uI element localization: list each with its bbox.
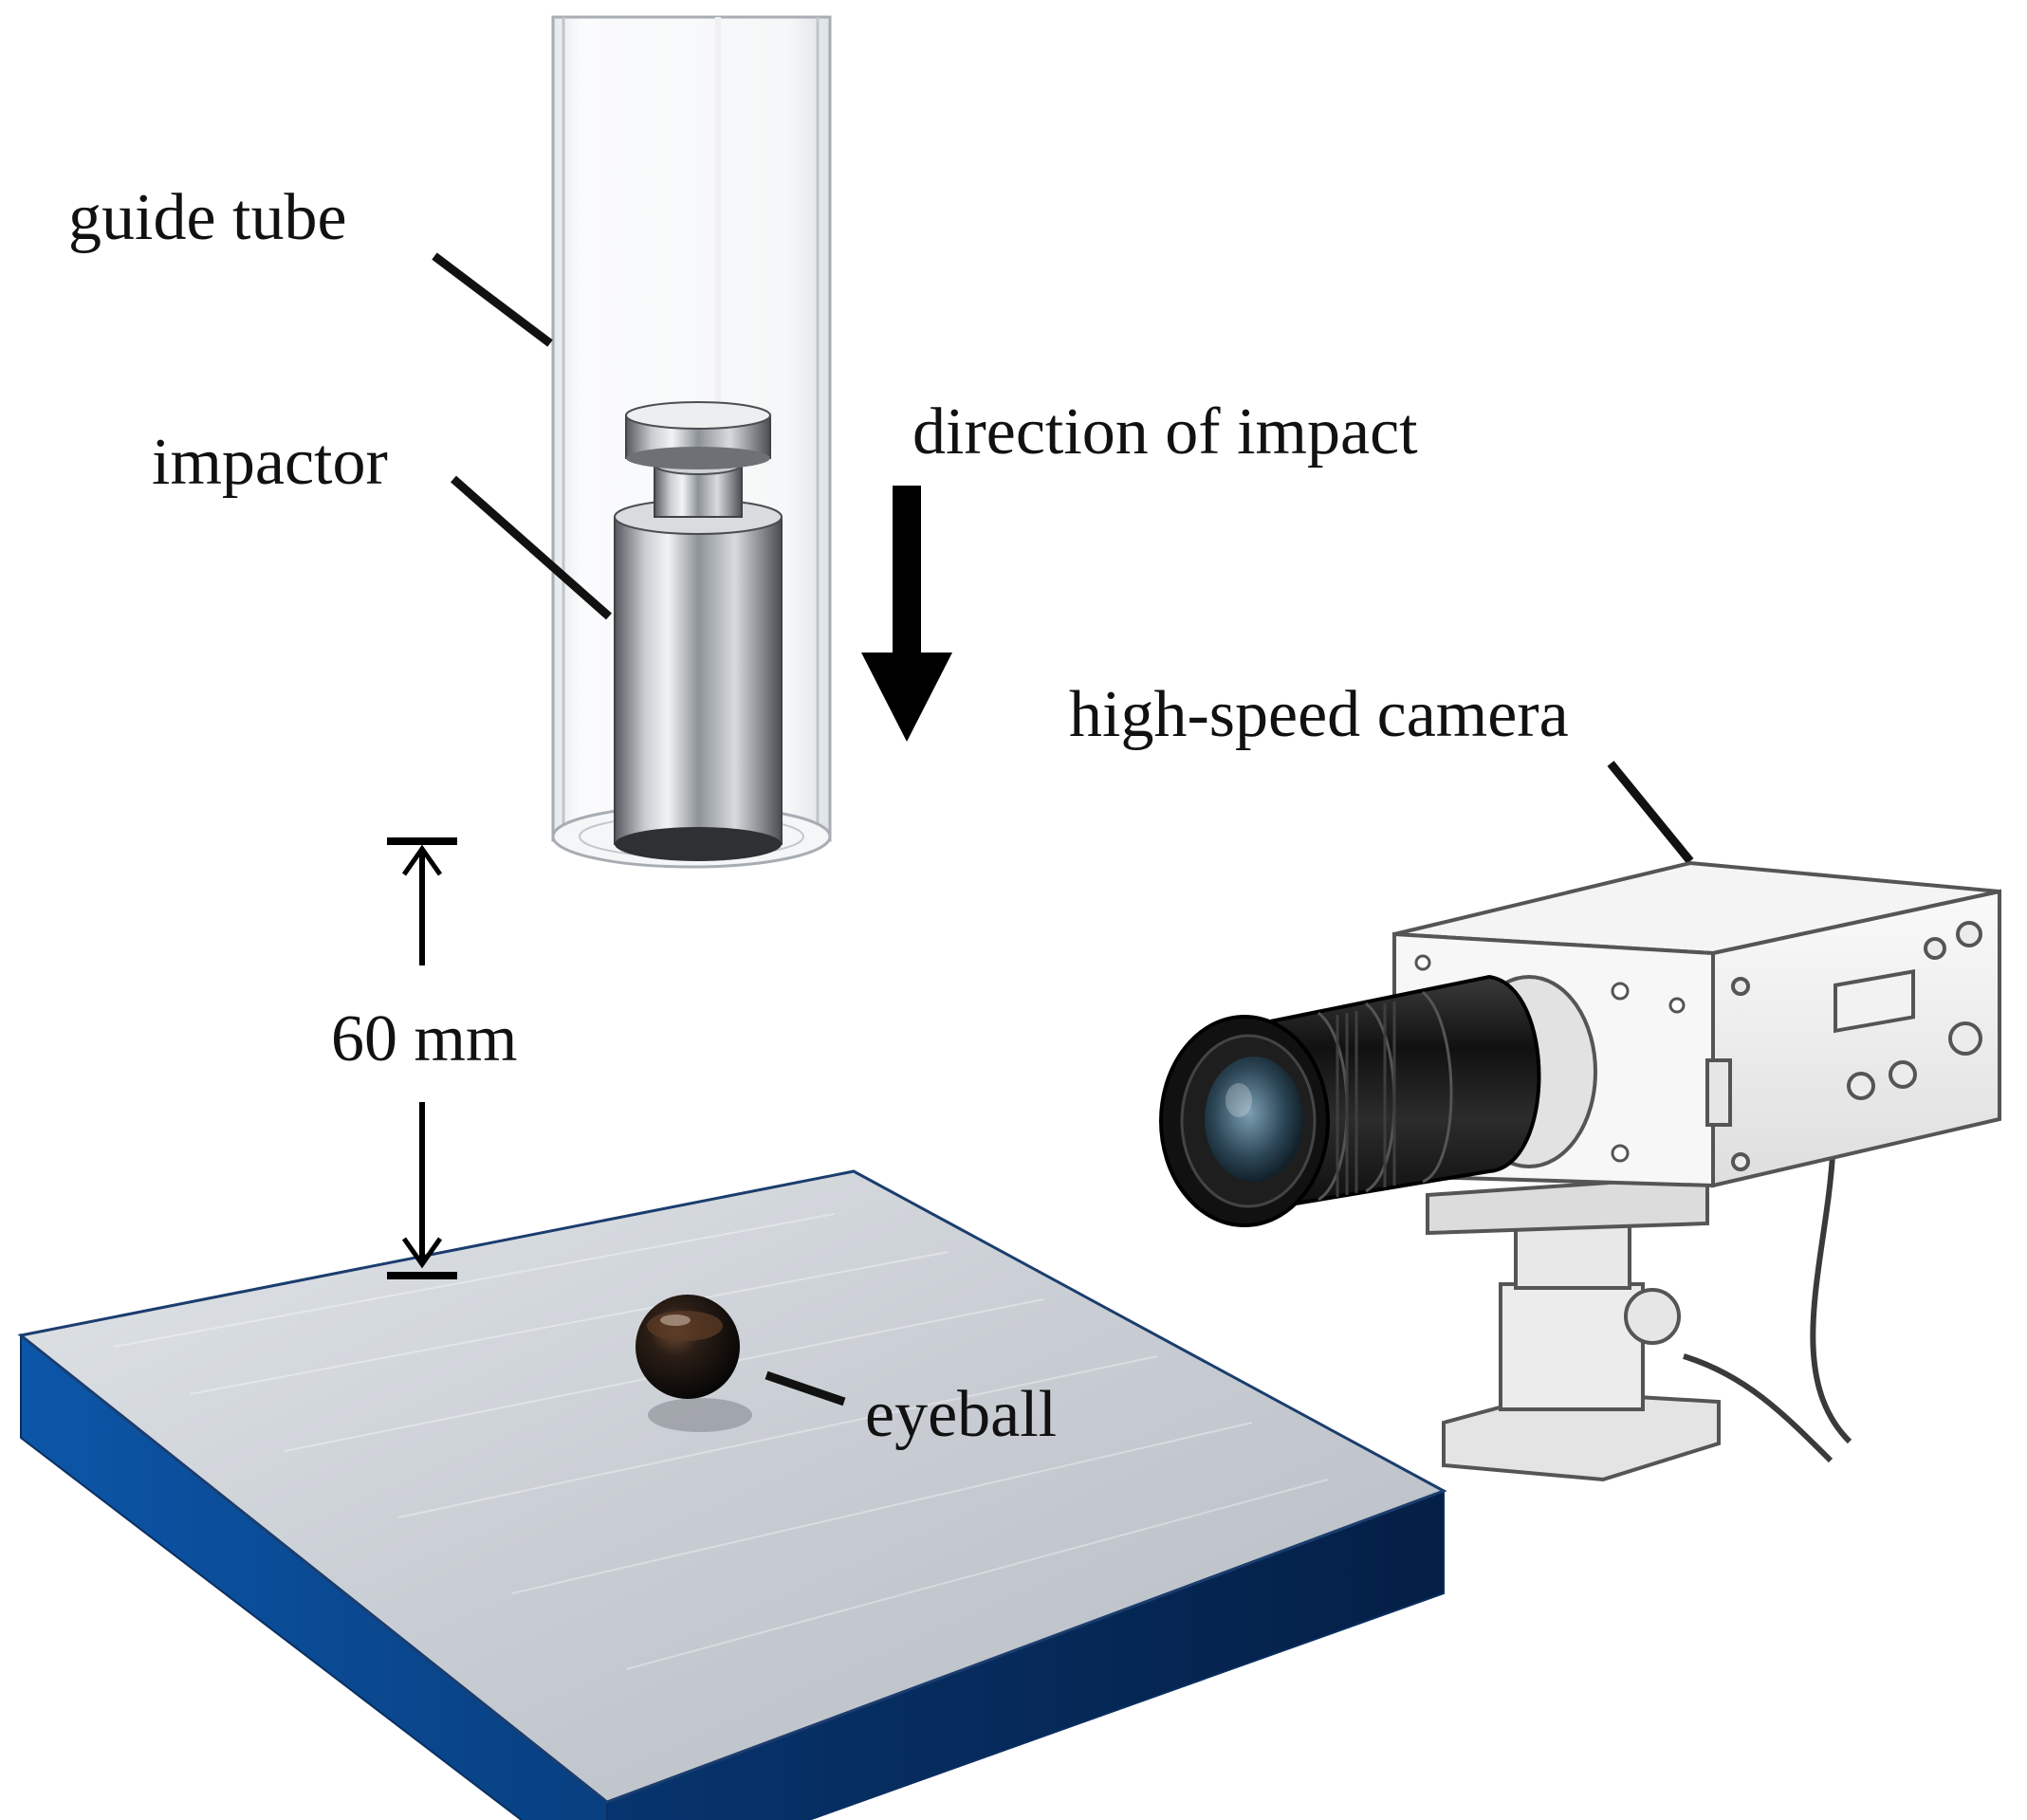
camera-mount-knob xyxy=(1624,1288,1681,1345)
eyeball-label: eyeball xyxy=(865,1378,1057,1451)
eyeball-leader-line xyxy=(765,1370,846,1406)
camera-screws xyxy=(1414,954,1686,1163)
direction-arrow xyxy=(861,486,952,742)
high-speed-camera-label: high-speed camera xyxy=(1069,678,1569,751)
plate-top xyxy=(17,1169,1447,1804)
guide-tube-label: guide tube xyxy=(68,181,347,254)
high-speed-camera xyxy=(1159,860,2001,1482)
camera-focus-ring-grip xyxy=(1336,1002,1396,1197)
camera-cable xyxy=(1683,1154,1852,1463)
base-plate xyxy=(17,1169,1447,1820)
impactor xyxy=(614,401,783,861)
distance-label: 60 mm xyxy=(331,1002,517,1075)
impactor-leader-line xyxy=(451,475,612,620)
camera-display-panel xyxy=(1834,968,1915,1034)
guide-tube-leader-line xyxy=(432,252,553,347)
direction-of-impact-label: direction of impact xyxy=(912,395,1418,469)
camera-leader-line xyxy=(1607,761,1694,864)
camera-lens-glass xyxy=(1205,1057,1303,1182)
eyeball xyxy=(636,1295,752,1432)
camera-latch xyxy=(1705,1058,1732,1127)
impactor-label: impactor xyxy=(152,426,388,499)
camera-mount-column xyxy=(1499,1282,1645,1411)
distance-dimension xyxy=(387,837,457,1279)
camera-side-buttons xyxy=(1731,921,1982,1171)
plate-brushed-texture xyxy=(113,1213,1329,1670)
